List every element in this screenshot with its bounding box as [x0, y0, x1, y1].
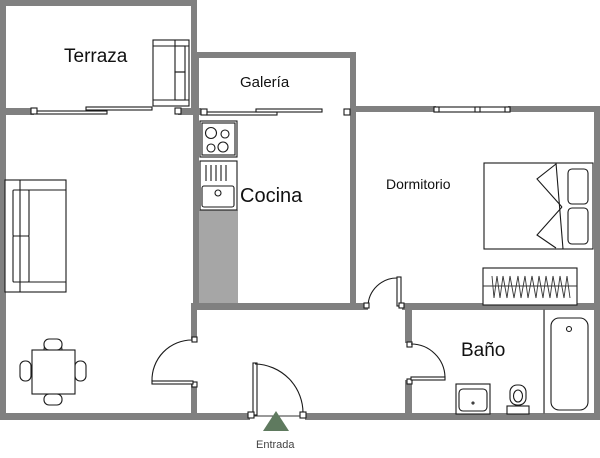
- galeria-room: Galería: [200, 74, 351, 116]
- window-dormitorio: [433, 106, 511, 113]
- walls: [0, 0, 600, 420]
- toilet-icon: [506, 384, 530, 415]
- room-label-galeria: Galería: [240, 74, 290, 91]
- entrance-door: [247, 362, 307, 419]
- washbasin-icon: [455, 383, 491, 415]
- door-dormitorio: [363, 276, 405, 309]
- terraza-room: Terraza: [30, 39, 190, 115]
- hall-room: Entrada: [247, 362, 307, 451]
- sliding-door-terraza: [30, 106, 182, 115]
- dining-table-icon: [19, 338, 87, 406]
- room-label-bano: Baño: [461, 340, 505, 361]
- kitchen-counter: [199, 210, 238, 303]
- entrance-marker-icon: [263, 411, 289, 431]
- cooktop-icon: [199, 120, 238, 158]
- entrance-label: Entrada: [256, 439, 295, 451]
- door-bano: [406, 341, 446, 385]
- sink-icon: [199, 160, 238, 211]
- double-bed-icon: [483, 162, 594, 250]
- room-label-cocina: Cocina: [240, 185, 303, 207]
- bano-room: Baño: [406, 310, 589, 415]
- wardrobe-icon: [482, 267, 578, 306]
- sofa-terraza-icon: [152, 39, 190, 107]
- bathtub-icon: [550, 317, 589, 411]
- room-label-terraza: Terraza: [64, 46, 128, 67]
- sliding-door-galeria: [200, 108, 351, 116]
- room-label-dormitorio: Dormitorio: [386, 176, 451, 192]
- door-salon: [151, 336, 198, 388]
- salon-room: [4, 179, 198, 406]
- cocina-room: Cocina: [199, 120, 303, 303]
- dormitorio-room: Dormitorio: [363, 106, 594, 309]
- sofa-salon-icon: [4, 179, 67, 293]
